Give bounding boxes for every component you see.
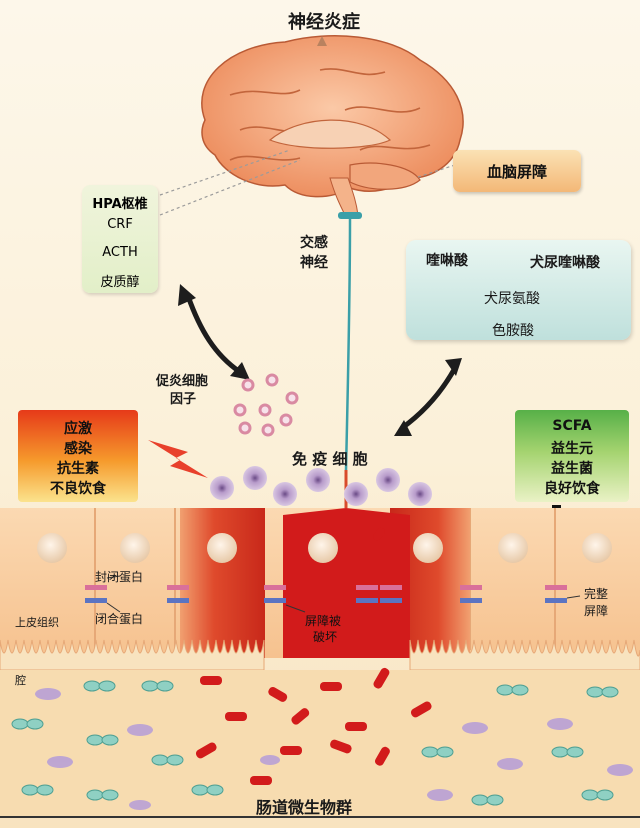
tight-junctions bbox=[85, 585, 567, 603]
barrier-broken-label-1: 屏障被 bbox=[305, 614, 342, 628]
stressor-3: 抗生素 bbox=[57, 461, 99, 477]
tryptophan: 色胺酸 bbox=[492, 323, 534, 339]
protective-box: SCFA 益生元 益生菌 良好饮食 bbox=[515, 410, 629, 502]
microbiota bbox=[0, 667, 640, 816]
sympathetic-label-2: 神经 bbox=[300, 255, 328, 271]
intact-barrier-label-2: 屏障 bbox=[584, 604, 609, 618]
sympathetic-label-1: 交感 bbox=[300, 235, 328, 251]
cytokine-label-1: 促炎细胞 bbox=[156, 374, 209, 389]
damaged-cell bbox=[283, 508, 410, 658]
intact-barrier-label-1: 完整 bbox=[584, 587, 609, 601]
stressor-box: 应激 感染 抗生素 不良饮食 bbox=[18, 410, 138, 502]
hpa-item-crf: CRF bbox=[107, 217, 133, 232]
protective-2: 益生元 bbox=[551, 441, 593, 457]
kynurenine-box: 喹啉酸 犬尿喹啉酸 犬尿氨酸 色胺酸 bbox=[406, 240, 631, 340]
epithelium-label: 上皮组织 bbox=[15, 616, 59, 629]
occludin-label: 闭合蛋白 bbox=[95, 612, 144, 626]
double-arrow-left bbox=[185, 295, 242, 375]
double-arrow-right bbox=[400, 366, 458, 431]
kynurenine: 犬尿氨酸 bbox=[484, 291, 540, 307]
microbiota-label: 肠道微生物群 bbox=[256, 798, 353, 817]
stressor-4: 不良饮食 bbox=[50, 481, 106, 497]
stressor-1: 应激 bbox=[64, 421, 92, 437]
protective-3: 益生菌 bbox=[551, 461, 593, 477]
bottom-divider bbox=[0, 816, 640, 818]
protective-4: 良好饮食 bbox=[544, 481, 600, 497]
hpa-axis-box: HPA枢椎 CRF ACTH 皮质醇 bbox=[82, 185, 158, 293]
title: 神经炎症 bbox=[288, 12, 360, 33]
quinolinic-acid: 喹啉酸 bbox=[426, 253, 468, 269]
protective-1: SCFA bbox=[552, 418, 592, 434]
epithelium-layer bbox=[0, 508, 640, 671]
hpa-item-cortisol: 皮质醇 bbox=[100, 275, 140, 290]
brain-illustration bbox=[201, 35, 464, 219]
immune-cells-label: 免 疫 细 胞 bbox=[292, 450, 368, 468]
immune-cells bbox=[210, 466, 432, 506]
cytokine-particles bbox=[233, 373, 299, 437]
lumen-label: 腔 bbox=[15, 674, 26, 687]
cytokine-label-2: 因子 bbox=[170, 392, 197, 407]
claudin-label: 封闭蛋白 bbox=[95, 570, 144, 584]
lightning-icon bbox=[148, 440, 208, 478]
blood-brain-barrier-box: 血脑屏障 bbox=[453, 150, 581, 192]
stressor-2: 感染 bbox=[64, 441, 92, 457]
up-triangle-icon bbox=[317, 36, 327, 46]
kynurenic-acid: 犬尿喹啉酸 bbox=[530, 255, 600, 271]
hpa-item-acth: ACTH bbox=[102, 245, 138, 260]
barrier-broken-label-2: 破坏 bbox=[313, 630, 338, 644]
hpa-title: HPA枢椎 bbox=[92, 197, 148, 212]
